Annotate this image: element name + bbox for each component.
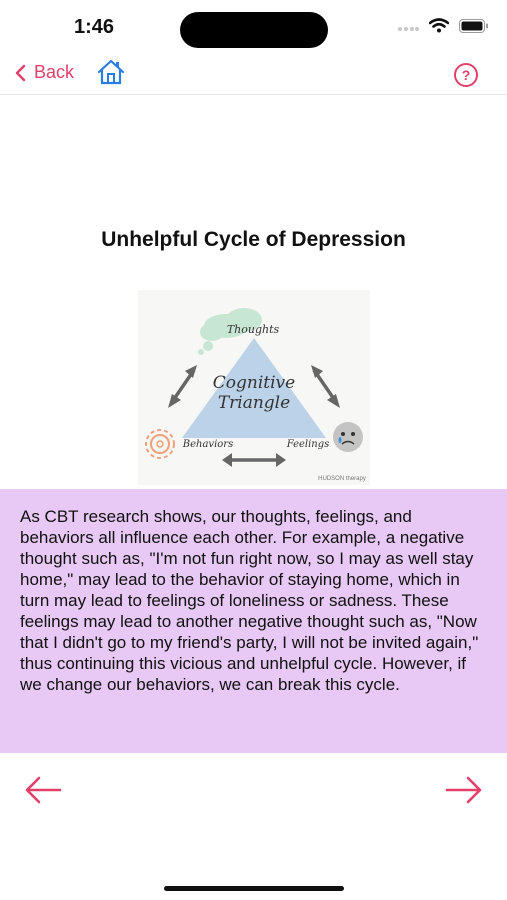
back-button[interactable]: Back — [14, 62, 74, 83]
status-icons — [397, 18, 489, 33]
left-double-arrow-icon — [168, 365, 197, 408]
cognitive-label: Cognitive — [213, 373, 295, 393]
home-button[interactable] — [96, 58, 126, 91]
home-indicator — [164, 886, 344, 891]
image-credit: HUDSON therapy — [318, 476, 366, 482]
page-title: Unhelpful Cycle of Depression — [101, 228, 406, 251]
svg-text:?: ? — [462, 67, 471, 83]
question-mark-circle-icon: ? — [454, 63, 478, 87]
dynamic-island — [180, 12, 328, 48]
right-double-arrow-icon — [311, 365, 340, 408]
behaviors-label: Behaviors — [182, 439, 233, 450]
bottom-double-arrow-icon — [222, 453, 286, 467]
home-icon — [97, 59, 125, 85]
next-button[interactable] — [443, 772, 485, 813]
thought-cloud-icon — [198, 308, 262, 355]
arrow-right-icon — [445, 776, 482, 804]
description-text: As CBT research shows, our thoughts, fee… — [20, 507, 479, 694]
cellular-signal-icon — [398, 26, 419, 31]
triangle-shape — [182, 338, 326, 438]
chevron-left-icon — [15, 64, 26, 81]
arrow-left-icon — [25, 776, 62, 804]
gear-icon — [145, 429, 175, 459]
feelings-label: Feelings — [286, 439, 330, 450]
thoughts-label: Thoughts — [227, 323, 280, 336]
help-button[interactable]: ? — [453, 62, 479, 93]
battery-icon — [459, 18, 488, 33]
triangle-label: Triangle — [218, 393, 290, 413]
navigation-bar: Back ? — [0, 56, 507, 95]
sad-face-icon — [333, 422, 363, 452]
wifi-icon — [429, 18, 449, 33]
description-panel: As CBT research shows, our thoughts, fee… — [0, 489, 507, 753]
back-label: Back — [34, 62, 75, 82]
status-bar: 1:46 — [0, 0, 507, 56]
cognitive-triangle-image: Thoughts Cognitive Triangle Behaviors Fe… — [138, 290, 370, 485]
status-time: 1:46 — [74, 16, 115, 38]
previous-button[interactable] — [22, 772, 64, 813]
